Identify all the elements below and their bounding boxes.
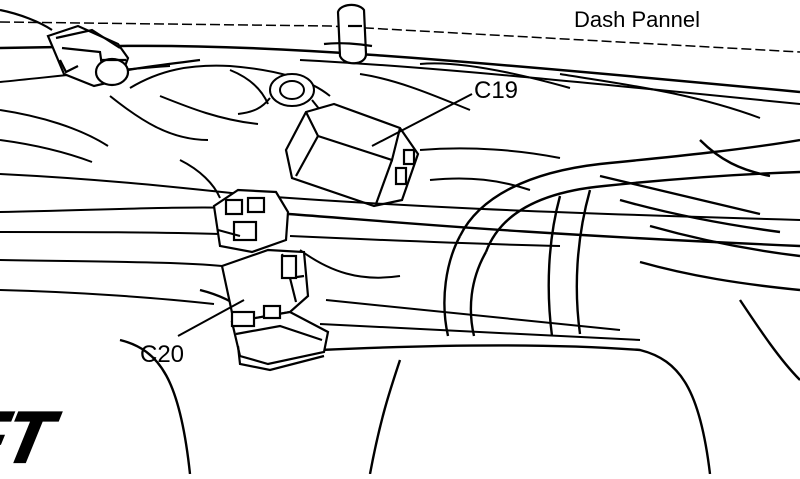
harness-right <box>443 138 800 337</box>
harness-left <box>0 109 221 199</box>
c19-callout: C19 <box>371 77 518 147</box>
c19-label: C19 <box>474 77 518 104</box>
diagram-title: Dash Pannel <box>574 7 700 32</box>
connector-c20 <box>212 188 330 372</box>
harness-middle <box>0 147 800 341</box>
fragment-text: SFT <box>0 398 65 474</box>
emblem-fragment: SFT <box>0 397 66 479</box>
c20-leader-line <box>177 299 245 337</box>
harness-upper <box>109 62 761 141</box>
grommet <box>237 73 321 115</box>
c20-callout: C20 <box>140 299 245 368</box>
top-left-plug <box>0 8 201 88</box>
connector-c19 <box>284 102 420 208</box>
dashboard-lower-shell <box>119 288 800 475</box>
c19-leader-line <box>371 93 473 147</box>
panel-clip <box>323 3 373 65</box>
c20-label: C20 <box>140 341 184 368</box>
